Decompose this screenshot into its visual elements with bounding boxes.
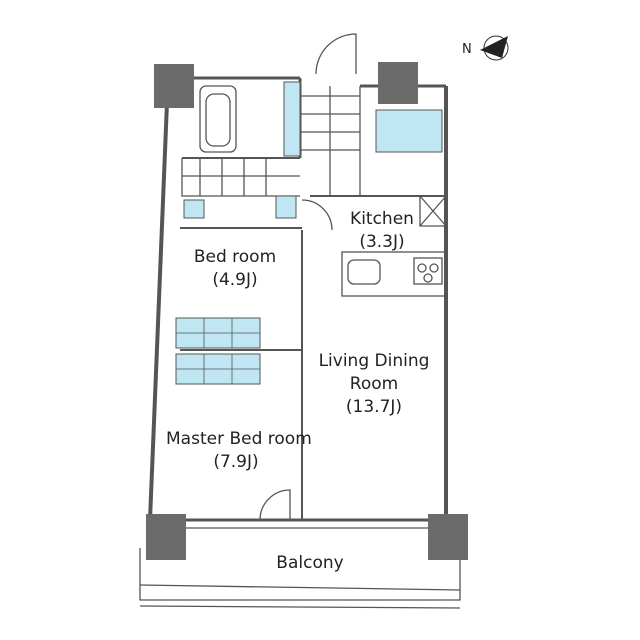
floor-grid bbox=[181, 158, 300, 197]
living-label: Living Dining Room (13.7J) bbox=[304, 350, 444, 419]
outer-wall-left bbox=[148, 77, 170, 521]
kitchen-name: Kitchen bbox=[350, 209, 414, 229]
master-name: Master Bed room bbox=[166, 429, 312, 449]
bedroom-label: Bed room (4.9J) bbox=[180, 246, 290, 292]
living-line1: Living Dining bbox=[318, 351, 430, 371]
sink bbox=[347, 259, 381, 285]
compass-icon bbox=[480, 35, 509, 61]
pillar-bottom-right bbox=[428, 514, 468, 560]
bedroom-size: (4.9J) bbox=[212, 270, 258, 290]
balcony-name: Balcony bbox=[276, 553, 344, 573]
bath-fixture bbox=[283, 81, 301, 157]
storage-lines bbox=[300, 86, 361, 196]
pillar-bottom-left bbox=[146, 514, 186, 560]
living-line2: Room bbox=[349, 374, 399, 394]
pillar-top-left bbox=[154, 64, 194, 108]
wash-fixture-2 bbox=[275, 195, 297, 219]
bathtub bbox=[199, 85, 237, 153]
living-size: (13.7J) bbox=[345, 397, 403, 417]
fridge bbox=[419, 195, 447, 227]
master-label: Master Bed room (7.9J) bbox=[166, 428, 312, 474]
balcony-rail bbox=[139, 584, 461, 609]
wash-fixture bbox=[183, 199, 205, 219]
pillar-top-right bbox=[378, 62, 418, 104]
balcony-outline bbox=[139, 548, 461, 601]
master-size: (7.9J) bbox=[213, 452, 259, 472]
bedroom-name: Bed room bbox=[193, 247, 277, 267]
kitchen-label: Kitchen (3.3J) bbox=[332, 208, 432, 254]
bedroom-door-arc bbox=[301, 199, 333, 231]
compass-letter: N bbox=[462, 42, 472, 57]
entry-door-arc bbox=[315, 33, 357, 75]
stove bbox=[413, 257, 443, 285]
master-door-arc bbox=[259, 489, 291, 521]
kitchen-counter bbox=[341, 251, 447, 297]
kitchen-fixture bbox=[375, 109, 443, 153]
balcony-label: Balcony bbox=[260, 552, 360, 575]
kitchen-size: (3.3J) bbox=[359, 232, 405, 252]
